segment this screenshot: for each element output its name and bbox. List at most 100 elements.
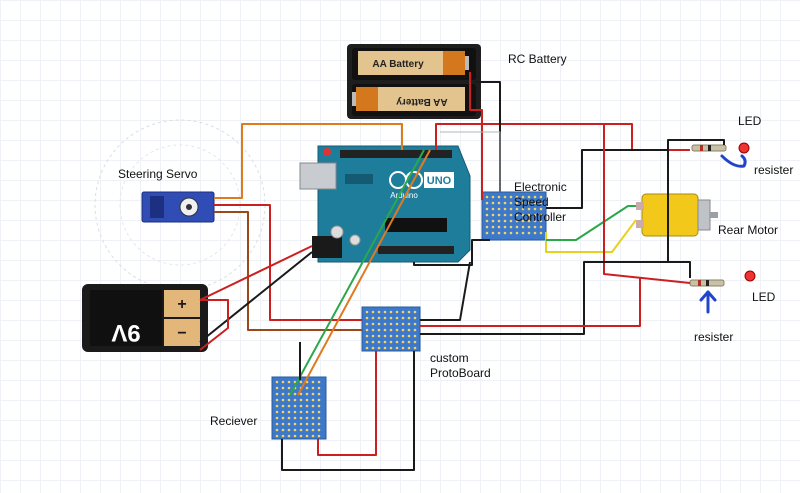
protoboard-hole (299, 392, 303, 396)
protoboard-hole (503, 225, 507, 229)
protoboard-hole (515, 225, 519, 229)
protoboard-hole (275, 428, 279, 432)
wire-red-9v-loop (199, 299, 229, 351)
protoboard-hole (413, 346, 417, 350)
protoboard-hole (281, 434, 285, 438)
protoboard-hole (299, 416, 303, 420)
wires (199, 72, 725, 471)
arrow-up-icon (699, 290, 717, 314)
label-custom-line1: custom (430, 351, 469, 365)
protoboard-hole (509, 195, 513, 199)
battery-cell-bottom-label: AA Battery (396, 96, 448, 107)
protoboard-hole (275, 416, 279, 420)
protoboard-hole (491, 195, 495, 199)
wire-red-custom-right (420, 278, 641, 327)
protoboard-hole (485, 213, 489, 217)
protoboard-hole (311, 392, 315, 396)
protoboard-hole (317, 392, 321, 396)
protoboard-hole (281, 428, 285, 432)
protoboard-hole (401, 322, 405, 326)
custom-protoboard (361, 306, 421, 352)
protoboard-hole (377, 322, 381, 326)
protoboard-hole (287, 380, 291, 384)
protoboard-hole (539, 219, 543, 223)
hand-drawn-arrow-icon (720, 154, 747, 168)
protoboard-hole (365, 334, 369, 338)
protoboard-hole (407, 328, 411, 332)
protoboard-hole (527, 195, 531, 199)
protoboard-hole (317, 428, 321, 432)
protoboard-hole (305, 386, 309, 390)
protoboard-hole (377, 316, 381, 320)
protoboard-hole (527, 201, 531, 205)
protoboard-hole (407, 310, 411, 314)
protoboard-hole (287, 434, 291, 438)
protoboard-hole (401, 316, 405, 320)
protoboard-hole (527, 219, 531, 223)
protoboard-hole (497, 219, 501, 223)
protoboard-hole (491, 231, 495, 235)
protoboard-hole (527, 231, 531, 235)
protoboard-hole (413, 328, 417, 332)
protoboard-hole (311, 404, 315, 408)
protoboard-hole (533, 225, 537, 229)
label-resister-bottom: resister (694, 330, 733, 344)
protoboard-hole (371, 316, 375, 320)
battery-voltage-label: 9V (111, 319, 140, 346)
label-rear-motor: Rear Motor (718, 223, 778, 237)
protoboard-hole (491, 225, 495, 229)
protoboard-hole (287, 398, 291, 402)
arduino-uno-board: UNO Arduino (299, 145, 471, 263)
protoboard-hole (533, 213, 537, 217)
label-led-top: LED (738, 114, 762, 128)
reset-button (323, 148, 331, 156)
protoboard-hole (485, 195, 489, 199)
led-bottom (689, 270, 756, 287)
protoboard-hole (503, 201, 507, 205)
wire-red-top (435, 123, 690, 151)
protoboard-hole (395, 328, 399, 332)
protoboard-hole (401, 340, 405, 344)
battery-minus-sign: − (177, 325, 186, 342)
protoboard-hole (287, 404, 291, 408)
protoboard-hole (365, 340, 369, 344)
protoboard-hole (491, 219, 495, 223)
protoboard-hole (311, 422, 315, 426)
protoboard-hole (317, 410, 321, 414)
protoboard-hole (287, 386, 291, 390)
arduino-brand-label: Arduino (390, 191, 418, 200)
led-top (691, 142, 750, 154)
protoboard-hole (485, 207, 489, 211)
protoboard-hole (287, 422, 291, 426)
protoboard-hole (539, 213, 543, 217)
protoboard-hole (401, 328, 405, 332)
label-resister-top: resister (754, 163, 793, 177)
protoboard-hole (521, 231, 525, 235)
wire-black-custom-right (420, 261, 691, 335)
protoboard-hole (407, 334, 411, 338)
protoboard-hole (389, 310, 393, 314)
protoboard-hole (317, 380, 321, 384)
rc-battery-pack: AA Battery AA Battery (347, 44, 481, 119)
protoboard-hole (533, 207, 537, 211)
protoboard-hole (497, 231, 501, 235)
protoboard-hole (293, 410, 297, 414)
protoboard-hole (401, 334, 405, 338)
wire-black-9v (199, 251, 313, 343)
protoboard-hole (509, 207, 513, 211)
protoboard-hole (521, 201, 525, 205)
protoboard-hole (275, 404, 279, 408)
wire-black-arduino-esc (413, 239, 490, 266)
protoboard-hole (413, 310, 417, 314)
protoboard-hole (509, 213, 513, 217)
protoboard-hole (275, 392, 279, 396)
protoboard-hole (293, 416, 297, 420)
protoboard-hole (299, 398, 303, 402)
labels: RC Battery Steering Servo Electronic Spe… (118, 52, 793, 428)
protoboard-hole (311, 386, 315, 390)
protoboard-hole (497, 225, 501, 229)
protoboard-hole (395, 322, 399, 326)
protoboard-hole (395, 310, 399, 314)
protoboard-hole (275, 380, 279, 384)
